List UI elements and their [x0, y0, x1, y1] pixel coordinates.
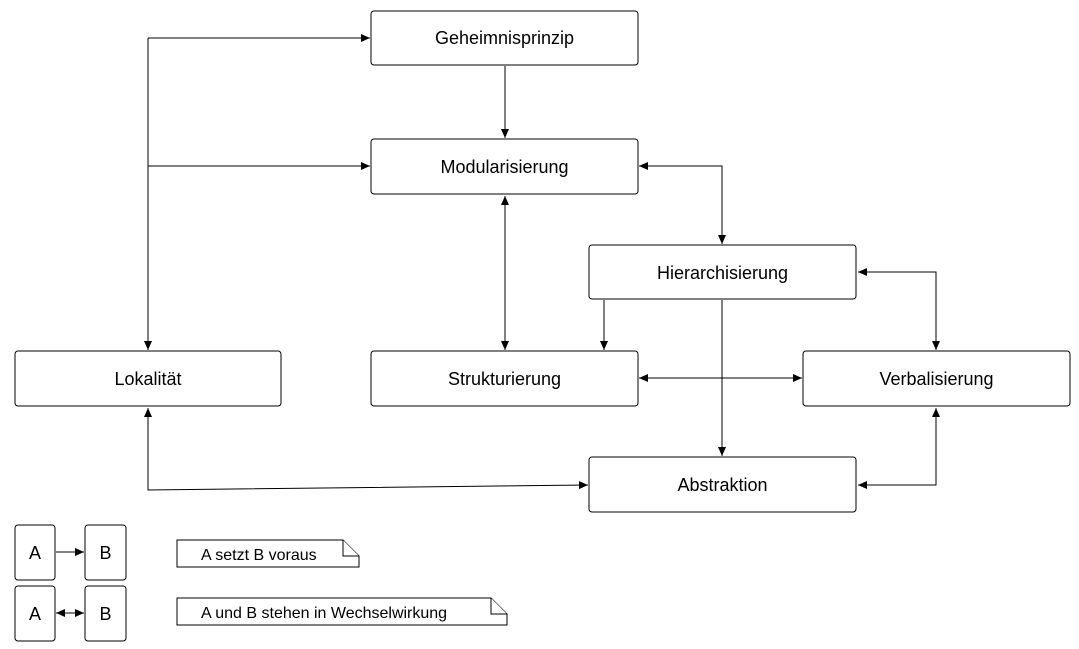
edge-hierarchisierung-verbalisierung	[858, 268, 940, 350]
node-abstraktion: Abstraktion	[588, 456, 857, 513]
node-geheimnisprinzip: Geheimnisprinzip	[370, 10, 639, 66]
node-label: Abstraktion	[677, 475, 767, 495]
node-label: Strukturierung	[448, 369, 561, 389]
edge-modularisierung-hierarchisierung	[639, 162, 726, 244]
node-label: Hierarchisierung	[657, 263, 788, 283]
node-label: Geheimnisprinzip	[435, 28, 574, 48]
legend-b-box-1: B	[84, 524, 127, 581]
legend-note-wechselwirkung-text: A und B stehen in Wechselwirkung	[201, 605, 447, 622]
legend-a-box-1: A	[14, 524, 56, 581]
legend-a-box-2: A	[14, 585, 56, 642]
legend-b-box-2: B	[84, 585, 127, 642]
node-label: Verbalisierung	[879, 369, 993, 389]
edge-verbalisierung-abstraktion	[858, 408, 940, 489]
edges	[144, 34, 940, 491]
node-strukturierung: Strukturierung	[370, 350, 639, 407]
legend-note-voraussetzung: A setzt B voraus	[176, 539, 360, 568]
node-hierarchisierung: Hierarchisierung	[588, 244, 857, 300]
edge-lokalitaet-abstraktion	[144, 408, 589, 491]
node-lokalitaet: Lokalität	[14, 350, 282, 407]
node-label: Modularisierung	[440, 157, 568, 177]
legend: A B A setzt B voraus A B A und B stehen …	[14, 524, 508, 642]
legend-note-voraussetzung-text: A setzt B voraus	[201, 547, 317, 564]
legend-b-label: B	[99, 543, 111, 563]
node-verbalisierung: Verbalisierung	[802, 350, 1071, 407]
legend-a-label: A	[29, 604, 41, 624]
node-modularisierung: Modularisierung	[370, 138, 639, 195]
legend-note-wechselwirkung: A und B stehen in Wechselwirkung	[176, 597, 508, 626]
node-label: Lokalität	[114, 369, 181, 389]
legend-b-label: B	[99, 604, 111, 624]
legend-a-label: A	[29, 543, 41, 563]
